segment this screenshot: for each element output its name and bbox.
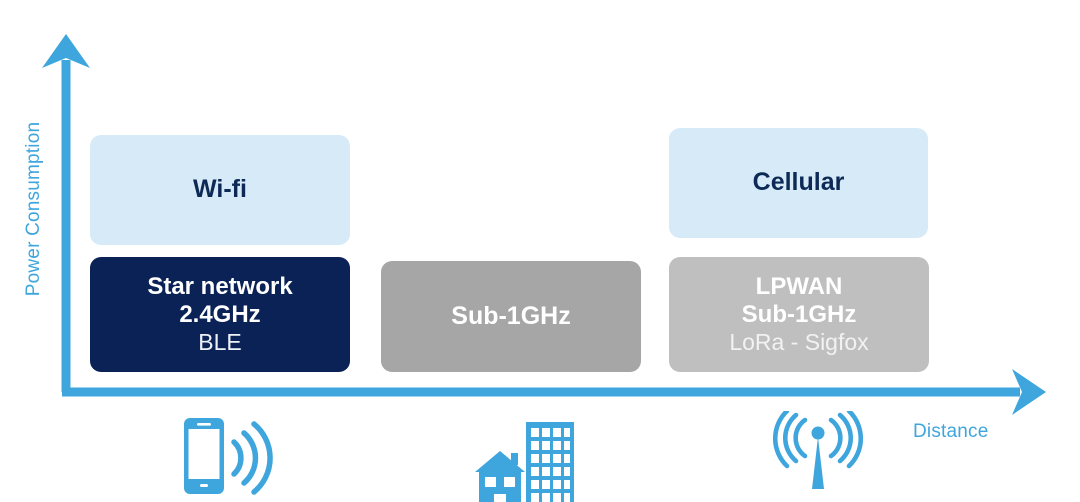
x-axis-arrowhead xyxy=(1012,369,1046,415)
tech-box-sub-1ghz[interactable]: Sub-1GHz xyxy=(381,261,641,372)
tech-box-cellular[interactable]: Cellular xyxy=(669,128,928,238)
tech-box-star-network[interactable]: Star network 2.4GHz BLE xyxy=(90,257,350,372)
tech-box-wifi-title: Wi-fi xyxy=(193,175,247,204)
tech-box-lpwan-title: LPWAN xyxy=(755,272,843,300)
tech-box-star-network-title: Star network xyxy=(147,272,293,300)
tech-box-sub-1ghz-title: Sub-1GHz xyxy=(451,301,571,330)
tech-box-wifi[interactable]: Wi-fi xyxy=(90,135,350,245)
smartphone-signal-icon xyxy=(178,414,278,502)
tech-box-cellular-title: Cellular xyxy=(752,168,845,197)
tech-box-star-network-detail: BLE xyxy=(198,329,242,356)
tech-box-lpwan-subtitle: Sub-1GHz xyxy=(741,300,857,328)
cell-tower-broadcast-icon xyxy=(772,411,864,497)
x-axis-label: Distance xyxy=(913,421,989,442)
tech-box-lpwan[interactable]: LPWAN Sub-1GHz LoRa - Sigfox xyxy=(669,257,929,372)
y-axis-arrowhead xyxy=(42,34,90,68)
house-and-office-building-icon xyxy=(470,412,580,502)
tech-box-lpwan-detail: LoRa - Sigfox xyxy=(729,329,869,356)
tech-box-star-network-subtitle: 2.4GHz xyxy=(179,300,261,328)
y-axis-label: Power Consumption xyxy=(23,121,44,297)
